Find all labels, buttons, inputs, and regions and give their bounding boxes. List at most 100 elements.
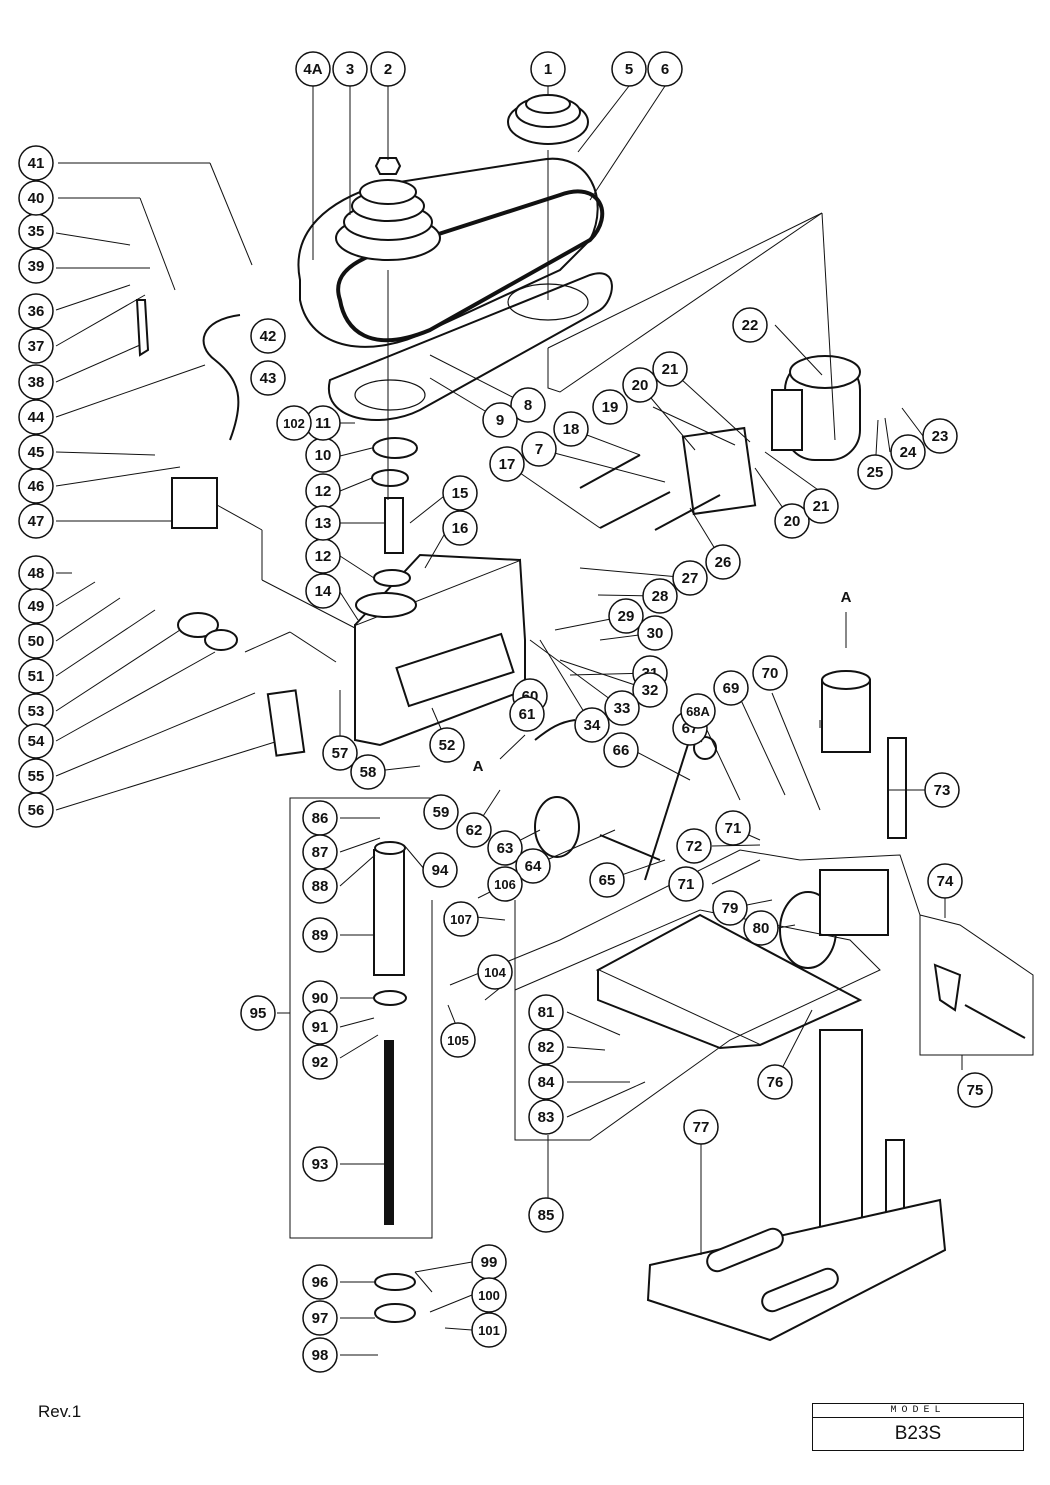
column-upper: [821, 679, 871, 753]
group-motor-link: [547, 212, 823, 393]
callout-10: 10: [305, 437, 341, 473]
callout-label: 30: [647, 625, 664, 642]
callout-circle: [603, 732, 639, 768]
handle-66: [644, 737, 691, 881]
pinion-64: [599, 834, 661, 861]
callout-circle: [18, 588, 54, 624]
callout-4a: 4A: [295, 51, 331, 87]
collar-97: [374, 1303, 416, 1323]
callout-circle: [672, 560, 708, 596]
callout-107: 107: [443, 901, 479, 937]
callout-label: 17: [499, 456, 516, 473]
callout-label: 92: [312, 1054, 329, 1071]
callout-25: 25: [857, 454, 893, 490]
callout-circle: [429, 727, 465, 763]
callout-label: 38: [28, 374, 45, 391]
callout-circle: [18, 723, 54, 759]
callout-circle: [489, 446, 525, 482]
callout-label: 32: [642, 682, 659, 699]
callout-49: 49: [18, 588, 54, 624]
callout-label: 91: [312, 1019, 329, 1036]
callout-label: 94: [432, 862, 449, 879]
callout-circle: [18, 248, 54, 284]
group-75-bracket: [919, 914, 1034, 1056]
rod-26: [654, 494, 721, 531]
column-lower: [819, 1029, 863, 1231]
callout-label: 19: [602, 399, 619, 416]
base-hole-left: [354, 379, 426, 411]
bearing-12-upper: [371, 469, 409, 487]
callout-35: 35: [18, 213, 54, 249]
callout-label: 5: [625, 61, 633, 78]
callout-92: 92: [302, 1044, 338, 1080]
callout-label: 13: [315, 515, 332, 532]
callout-circle: [276, 405, 312, 441]
callout-21-2: 21: [803, 488, 839, 524]
callout-9: 9: [482, 402, 518, 438]
callout-label: 23: [932, 428, 949, 445]
callout-6: 6: [647, 51, 683, 87]
callout-42: 42: [250, 318, 286, 354]
plate-10: [372, 437, 418, 459]
callout-circle: [422, 852, 458, 888]
callout-circle: [757, 1064, 793, 1100]
callout-label: 36: [28, 303, 45, 320]
callout-circle: [18, 364, 54, 400]
callout-circle: [515, 848, 551, 884]
model-box: MODEL B23S: [812, 1403, 1024, 1451]
callout-20-1: 20: [622, 367, 658, 403]
callout-label: 45: [28, 444, 45, 461]
callout-62: 62: [456, 812, 492, 848]
callout-label: 56: [28, 802, 45, 819]
callout-47: 47: [18, 503, 54, 539]
callout-circle: [487, 830, 523, 866]
callout-circle: [18, 145, 54, 181]
callout-label: 70: [762, 665, 779, 682]
callout-circle: [890, 434, 926, 470]
callout-label: 79: [722, 900, 739, 917]
callout-106: 106: [487, 866, 523, 902]
callout-label: 43: [260, 370, 277, 387]
callout-48: 48: [18, 555, 54, 591]
callout-circle: [18, 468, 54, 504]
callout-label: 96: [312, 1274, 329, 1291]
callout-circle: [553, 411, 589, 447]
callout-label: 93: [312, 1156, 329, 1173]
callout-label: 51: [28, 668, 45, 685]
callout-12-2: 12: [305, 538, 341, 574]
callout-circle: [715, 810, 751, 846]
callout-circle: [18, 180, 54, 216]
callout-43: 43: [250, 360, 286, 396]
callout-24: 24: [890, 434, 926, 470]
callout-label: 71: [678, 876, 695, 893]
callout-circle: [652, 351, 688, 387]
callout-28: 28: [642, 578, 678, 614]
callout-circle: [302, 1264, 338, 1300]
callout-23: 23: [922, 418, 958, 454]
v-belt: [336, 189, 605, 343]
callout-17: 17: [489, 446, 525, 482]
spindle-pulley: [335, 157, 441, 261]
base-slot-2: [761, 1267, 839, 1313]
ring-96: [374, 1273, 416, 1291]
callout-circle: [18, 328, 54, 364]
callout-label: 98: [312, 1347, 329, 1364]
rod-17: [599, 491, 671, 529]
callout-93: 93: [302, 1146, 338, 1182]
callout-73: 73: [924, 772, 960, 808]
callout-85: 85: [528, 1197, 564, 1233]
callout-16: 16: [442, 510, 478, 546]
callout-circle: [774, 503, 810, 539]
callout-97: 97: [302, 1300, 338, 1336]
callout-46: 46: [18, 468, 54, 504]
callout-61: 61: [509, 696, 545, 732]
callout-98: 98: [302, 1337, 338, 1373]
callout-label: 65: [599, 872, 616, 889]
callout-label: 105: [447, 1033, 469, 1048]
callout-71-2: 71: [668, 866, 704, 902]
callout-74: 74: [927, 863, 963, 899]
callout-label: 28: [652, 588, 669, 605]
callout-68a: 68A: [680, 693, 716, 729]
callout-label: 77: [693, 1119, 710, 1136]
callout-circle: [477, 954, 513, 990]
